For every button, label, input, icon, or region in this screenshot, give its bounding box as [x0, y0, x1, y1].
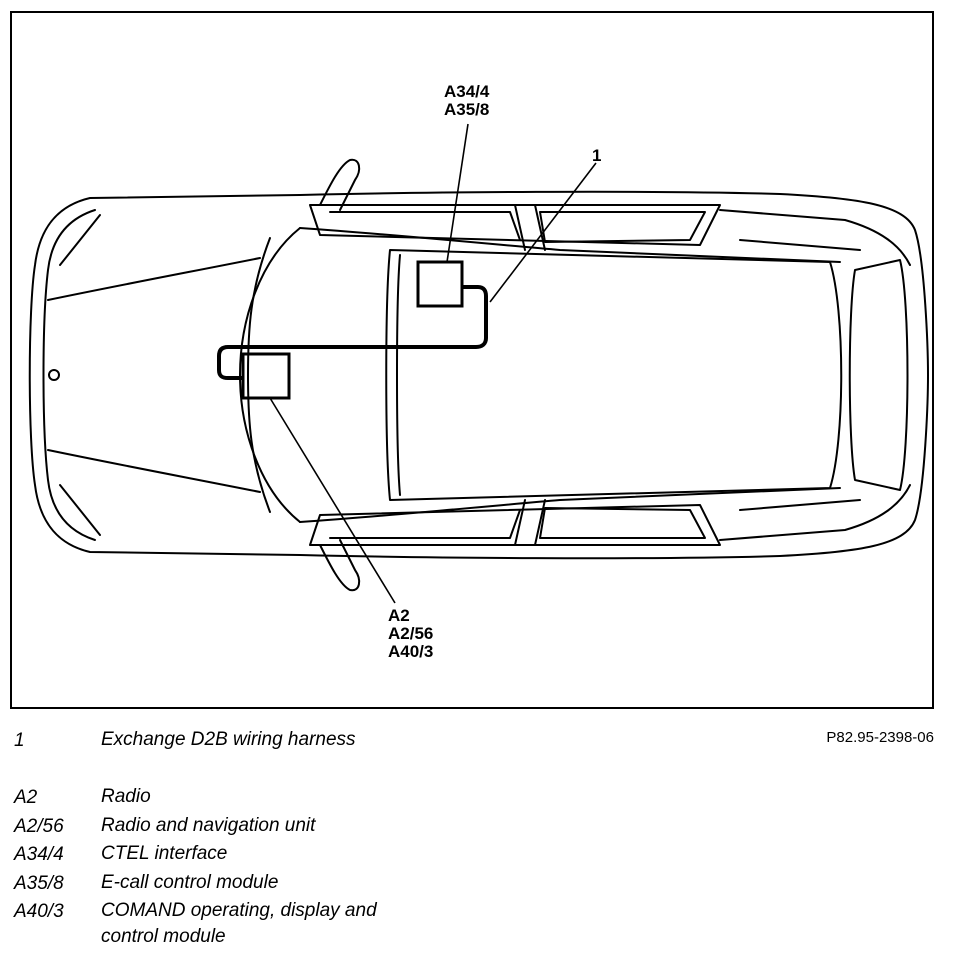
callout-label: A2/56	[388, 624, 434, 643]
figure-frame	[10, 11, 934, 709]
legend-code: A2/56	[14, 816, 64, 837]
leader-line-a34-4	[446, 123, 469, 263]
callout-label: A35/8	[444, 100, 490, 119]
callout-label: A34/4	[444, 82, 490, 101]
legend-desc: control module	[101, 926, 226, 947]
mirror-bottom	[319, 539, 361, 592]
leader-line-harness	[489, 162, 597, 303]
legend-code: 1	[14, 730, 25, 751]
mirror-top	[319, 158, 361, 211]
legend-code: A2	[14, 787, 38, 808]
legend-desc: E-call control module	[101, 872, 279, 893]
callout-harness-1: 1	[592, 147, 601, 165]
windshield	[239, 227, 301, 523]
legend-desc: Radio	[101, 786, 151, 807]
vehicle-body-outline	[28, 190, 929, 560]
callout-a2-group: A2 A2/56 A40/3	[388, 607, 433, 661]
callout-label: A40/3	[388, 642, 434, 661]
figure-reference: P82.95-2398-06	[826, 729, 934, 746]
legend-desc: CTEL interface	[101, 843, 228, 864]
rear-window	[848, 259, 909, 491]
callout-a34-a35: A34/4 A35/8	[444, 83, 489, 119]
legend-code: A35/8	[14, 873, 64, 894]
legend-desc: Exchange D2B wiring harness	[101, 729, 356, 750]
legend-desc: COMAND operating, display and	[101, 900, 377, 921]
hood-emblem-icon	[48, 369, 60, 381]
leader-line-a2	[269, 397, 396, 604]
legend-desc: Radio and navigation unit	[101, 815, 316, 836]
roof-outline	[385, 249, 843, 501]
callout-label: 1	[592, 146, 602, 165]
legend-code: A40/3	[14, 901, 64, 922]
d2b-wiring-harness	[217, 285, 488, 380]
module-box-a34-4	[416, 260, 464, 308]
callout-label: A2	[388, 606, 410, 625]
legend-code: A34/4	[14, 844, 64, 865]
vehicle-top-view-diagram	[28, 123, 929, 604]
module-box-a2	[241, 352, 291, 400]
